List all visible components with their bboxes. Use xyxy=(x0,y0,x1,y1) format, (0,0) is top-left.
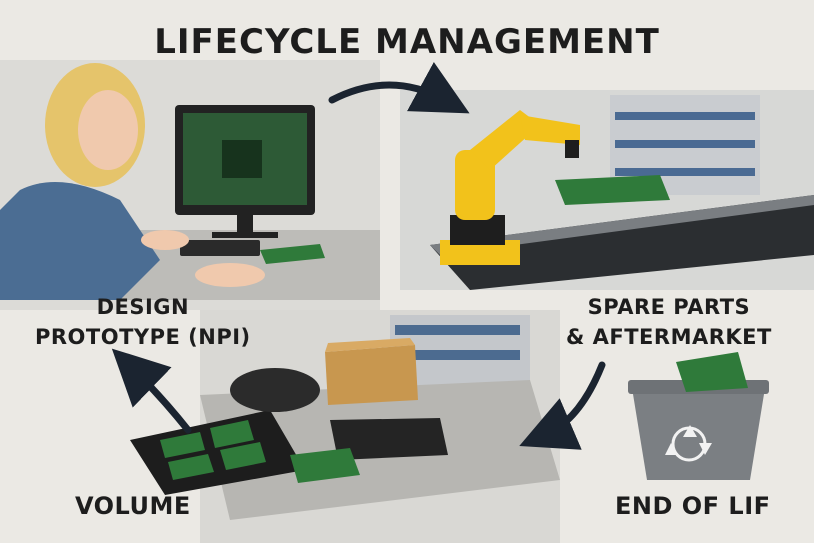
arrow-spare-to-volume xyxy=(519,361,606,450)
arrow-design-to-robot xyxy=(328,62,470,114)
robot-scene xyxy=(430,110,814,290)
recycle-bin-icon xyxy=(628,352,769,480)
stage-spare-label: SPARE PARTS & AFTERMARKET xyxy=(566,292,772,352)
volume-scene xyxy=(130,338,560,520)
pcb-board-icon xyxy=(260,244,325,264)
robot-arm-icon xyxy=(440,110,580,265)
stage-end-of-life-label: END OF LIF xyxy=(615,492,771,520)
stage-spare-line1: SPARE PARTS xyxy=(587,295,751,319)
page-title: LIFECYCLE MANAGEMENT xyxy=(154,22,660,62)
recycle-symbol-icon xyxy=(665,425,712,462)
monitor-icon xyxy=(175,105,315,238)
person-illustration xyxy=(0,63,265,300)
stage-design-line2: PROTOTYPE (NPI) xyxy=(35,325,251,349)
stage-design-line1: DESIGN xyxy=(96,295,190,319)
stage-volume-label: VOLUME xyxy=(75,492,191,520)
tray-icon xyxy=(130,410,305,495)
box-icon xyxy=(325,338,418,405)
design-scene xyxy=(0,63,380,300)
stage-spare-line2: & AFTERMARKET xyxy=(566,325,772,349)
arrow-volume-to-design xyxy=(111,348,192,434)
stage-design-label: DESIGN PROTOTYPE (NPI) xyxy=(35,292,251,352)
